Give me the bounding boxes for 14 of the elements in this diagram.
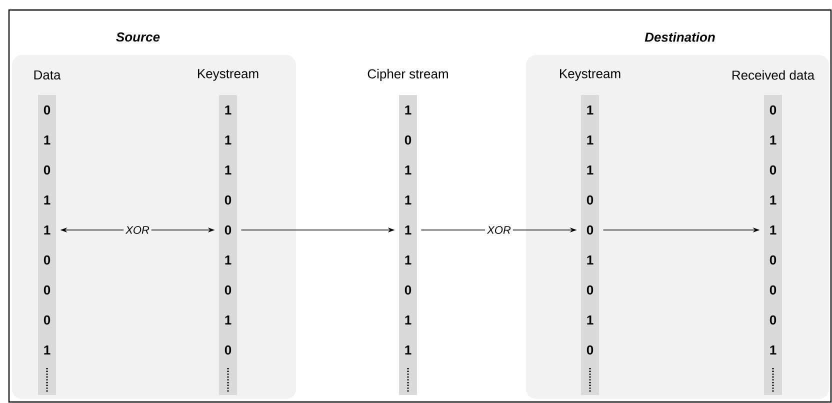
stream-column: Cipher stream 1 0 1 1 1 1 0 1 1 <box>368 68 448 395</box>
node-label: Source <box>116 32 160 42</box>
node-label: Cipher stream <box>368 68 448 82</box>
stream-column: Keystream 1 1 1 0 0 1 0 1 0 <box>560 69 620 395</box>
node-label: Received data <box>732 70 815 80</box>
edge-label: XOR <box>124 224 152 236</box>
edge-label: XOR <box>485 224 513 236</box>
stream-column: Received data 0 1 0 1 1 0 0 0 1 <box>732 70 815 395</box>
node-label: Keystream <box>198 69 258 81</box>
node-label: Destination <box>644 32 715 42</box>
node-label: Data <box>34 70 61 80</box>
stream-column: Data 0 1 0 1 1 0 0 0 1 <box>34 70 61 395</box>
node-label: Keystream <box>560 69 620 81</box>
stream-column: Keystream 1 1 1 0 0 1 0 1 0 <box>198 69 258 395</box>
